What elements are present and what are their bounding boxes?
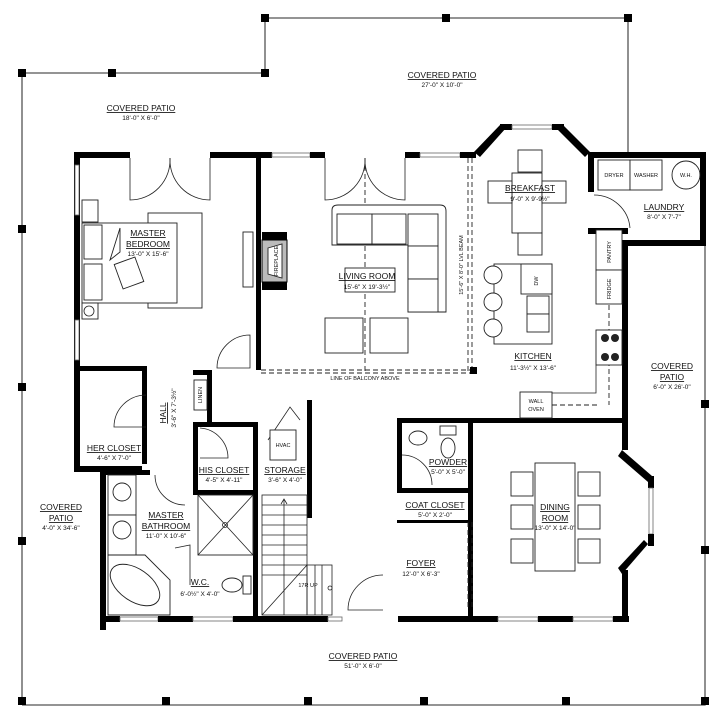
dims-master-bedroom: 13'-0" X 15'-6" [127,251,169,258]
dims-patio-north-left: 18'-0" X 6'-0" [122,115,160,122]
dims-wc: 6'-0½" X 4'-0" [180,590,220,598]
dims-storage: 3'-6" X 4'-0" [268,477,303,484]
label-powder: POWDER [429,457,467,467]
exterior-walls [74,124,706,630]
label-dining-room-2: ROOM [542,513,568,523]
label-hall: HALL [158,402,168,424]
label-living-room: LIVING ROOM [339,271,396,281]
label-her-closet: HER CLOSET [87,443,141,453]
staircase [261,494,333,616]
annotations: LINE OF BALCONY ABOVE 15'-6" X 8'-0" LVL… [330,235,465,382]
label-patio-east-2: PATIO [660,372,685,382]
label-kitchen: KITCHEN [514,351,551,361]
label-washer: WASHER [634,173,658,179]
label-balcony-line: LINE OF BALCONY ABOVE [330,376,400,382]
label-hvac: HVAC [276,443,291,449]
dims-hall: 3'-6" X 7'-3½" [170,388,178,428]
label-storage: STORAGE [264,465,306,475]
label-coat-closet: COAT CLOSET [405,500,464,510]
dims-patio-north-right: 27'-0" X 10'-0" [421,82,463,89]
label-wc: W.C. [191,577,209,587]
dims-patio-east: 6'-0" X 26'-0" [653,384,691,391]
dims-coat-closet: 5'-0" X 2'-0" [418,512,453,519]
label-dryer: DRYER [604,173,623,179]
dims-kitchen: 11'-3½" X 13'-6" [510,364,557,372]
label-wall-oven-1: WALL [529,399,544,405]
label-patio-north-left: COVERED PATIO [107,103,176,113]
balcony-dashed-lines [261,158,610,610]
label-patio-east-1: COVERED [651,361,693,371]
dims-her-closet: 4'-6" X 7'-0" [97,455,132,462]
dims-dining-room: 13'-0" X 14'-0" [534,525,576,532]
label-fridge: FRIDGE [607,278,613,299]
dims-breakfast: 9'-0" X 9'-9½" [510,195,550,203]
label-master-bedroom-1: MASTER [130,228,165,238]
dims-patio-south: 51'-0" X 6'-0" [344,663,382,670]
dims-powder: 5'-0" X 5'-0" [431,469,466,476]
label-breakfast: BREAKFAST [505,183,555,193]
dims-laundry: 8'-0" X 7'-7" [647,214,682,221]
dims-living-room: 15'-6" X 19'-3½" [344,283,391,291]
room-labels: COVERED PATIO 18'-0" X 6'-0" COVERED PAT… [40,70,693,670]
label-fireplace: FIREPLACE [274,245,280,276]
label-patio-west-1: COVERED [40,502,82,512]
label-water-heater: W.H. [680,173,692,179]
label-master-bathroom-2: BATHROOM [142,521,190,531]
label-wall-oven-2: OVEN [528,407,544,413]
dims-patio-west: 4'-0" X 34'-6" [42,525,80,532]
label-master-bedroom-2: BEDROOM [126,239,170,249]
label-dishwasher: DW [534,276,540,286]
label-linen: LINEN [198,387,204,403]
label-beam: 15'-6" X 8'-0" LVL BEAM [459,235,465,295]
label-patio-south: COVERED PATIO [329,651,398,661]
label-master-bathroom-1: MASTER [148,510,183,520]
label-patio-north-right: COVERED PATIO [408,70,477,80]
dims-foyer: 12'-0" X 6'-3" [402,571,440,578]
label-foyer: FOYER [406,558,435,568]
doors [113,157,631,611]
label-dining-room-1: DINING [540,502,570,512]
label-pantry: PANTRY [607,241,613,263]
patio-outline [18,14,709,706]
label-laundry: LAUNDRY [644,202,685,212]
dims-master-bathroom: 11'-0" X 10'-6" [146,533,187,540]
interior-walls [80,152,625,622]
label-patio-west-2: PATIO [49,513,74,523]
fixture-labels: FIREPLACE LINEN HVAC DRYER WASHER W.H. P… [193,173,692,589]
label-stairs: 17R UP [298,583,318,589]
label-his-closet: HIS CLOSET [199,465,250,475]
furniture [81,149,701,616]
dims-his-closet: 4'-5" X 4'-11" [206,477,244,484]
